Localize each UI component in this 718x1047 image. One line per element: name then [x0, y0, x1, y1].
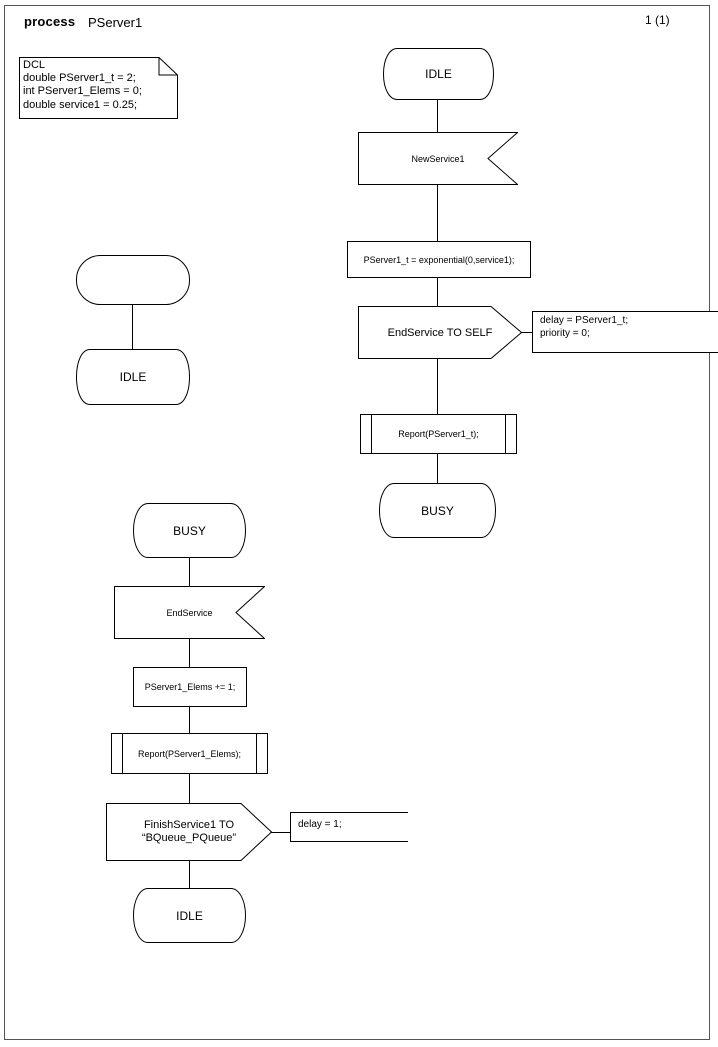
connector-start-to-idle	[132, 305, 133, 349]
dcl-text: DCL double PServer1_t = 2; int PServer1_…	[23, 59, 142, 111]
comment-endservice-delay: delay = PServer1_t; priority = 0;	[532, 311, 718, 353]
comment-link-endservice	[521, 332, 533, 333]
call-report-pserver1-t: Report(PServer1_t);	[360, 414, 517, 454]
state-busy-source: BUSY	[133, 503, 246, 558]
output-endservice-to-self: EndService TO SELF	[358, 306, 522, 359]
connector-task-to-output	[437, 278, 438, 306]
connector-endservice-to-task	[189, 639, 190, 667]
comment-endservice-delay-text: delay = PServer1_t; priority = 0;	[540, 315, 629, 339]
connector-newservice-to-task	[437, 185, 438, 241]
comment-finishservice-delay: delay = 1;	[290, 812, 408, 842]
connector-busy-to-endservice	[189, 558, 190, 586]
connector-call-to-busy	[437, 454, 438, 483]
state-idle-newservice: IDLE	[383, 48, 494, 100]
connector-output-to-call	[437, 359, 438, 414]
dcl-block: DCL double PServer1_t = 2; int PServer1_…	[19, 57, 178, 119]
state-idle-startup: IDLE	[76, 349, 190, 405]
task-set-pserver1-t: PServer1_t = exponential(0,service1);	[347, 241, 531, 278]
input-endservice: EndService	[114, 586, 265, 639]
connector-call-to-output	[189, 774, 190, 803]
call-report-pserver1-elems: Report(PServer1_Elems);	[111, 733, 268, 774]
connector-output-to-idle	[189, 861, 190, 888]
start-symbol	[76, 255, 190, 305]
comment-link-finishservice	[271, 832, 290, 833]
connector-idle-to-newservice	[437, 100, 438, 132]
output-finishservice1: FinishService1 TO “BQueue_PQueue”	[106, 803, 272, 861]
task-increment-elems: PServer1_Elems += 1;	[133, 667, 247, 707]
input-newservice1: NewService1	[358, 132, 518, 185]
page-number: 1 (1)	[645, 13, 670, 27]
process-keyword: process	[24, 14, 76, 29]
state-idle-target: IDLE	[133, 888, 246, 943]
comment-finishservice-delay-text: delay = 1;	[298, 819, 342, 830]
state-busy-target: BUSY	[379, 483, 496, 538]
connector-task-to-call	[189, 707, 190, 733]
process-name: PServer1	[88, 15, 143, 30]
page-frame	[4, 5, 710, 1040]
